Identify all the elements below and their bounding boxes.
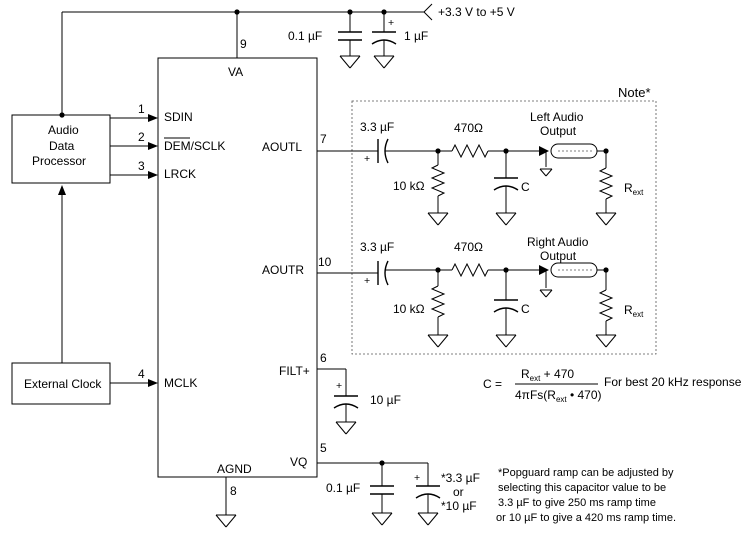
- right-filter-cap-label: C: [521, 302, 530, 316]
- svg-text:+: +: [388, 17, 394, 29]
- svg-text:+: +: [414, 472, 420, 484]
- footnote-line-1: selecting this capacitor value to be: [498, 482, 666, 494]
- pin-num-4: 4: [138, 367, 145, 381]
- formula-lhs: C =: [483, 377, 502, 391]
- vq-cap-large-label-0: *3.3 µF: [441, 471, 480, 485]
- right-output-label-0: Right Audio: [527, 235, 589, 249]
- left-cap-in-label: 3.3 µF: [360, 120, 394, 134]
- pin-num-va: 9: [240, 37, 247, 51]
- vq-cap-large-label-1: or: [453, 485, 464, 499]
- right-cap-in-label: 3.3 µF: [360, 240, 394, 254]
- supply-cap-label-0: 0.1 µF: [288, 29, 322, 43]
- left-output-network: [317, 138, 617, 226]
- audio-data-processor: [11, 114, 111, 184]
- agnd-ground: [215, 477, 237, 528]
- pin-label-vq: VQ: [290, 455, 307, 469]
- svg-text:+: +: [336, 380, 342, 392]
- pin-label-mclk: MCLK: [164, 376, 197, 390]
- left-cap-plus: +: [364, 153, 370, 165]
- supply-rail: [59, 3, 433, 118]
- vq-network: +: [317, 460, 441, 526]
- left-output-label-1: Output: [540, 124, 577, 138]
- right-output-label-1: Output: [540, 249, 577, 263]
- digital-lines: [110, 114, 158, 179]
- note-box: [351, 100, 657, 355]
- pin-num-6: 6: [320, 351, 327, 365]
- clock-lines: [58, 185, 158, 387]
- processor-label-0: Audio: [48, 123, 79, 137]
- pin-num-3: 3: [138, 159, 145, 173]
- footnote-line-0: *Popguard ramp can be adjusted by: [498, 467, 674, 479]
- pin-label-agnd: AGND: [217, 462, 252, 476]
- pin-label-lrck: LRCK: [164, 167, 196, 181]
- supply-cap-0.1uF: [338, 12, 362, 69]
- pin-num-7: 7: [320, 132, 327, 146]
- left-shunt-res-label: 10 kΩ: [393, 179, 425, 193]
- pin-label-dem-sclk: DEM/SCLK: [164, 139, 225, 153]
- formula: C = Rext + 470 4πFs(Rext • 470) For best…: [483, 367, 742, 404]
- pin-label-sdin: SDIN: [164, 110, 193, 124]
- filt-cap: +: [317, 368, 359, 435]
- pin-label-filt: FILT+: [279, 364, 310, 378]
- pin-label-va: VA: [228, 65, 243, 79]
- pin-num-10: 10: [318, 255, 332, 269]
- vq-cap-small-label: 0.1 µF: [326, 481, 360, 495]
- pin-num-8: 8: [230, 484, 237, 498]
- right-shunt-res-label: 10 kΩ: [393, 302, 425, 316]
- formula-numerator: Rext + 470: [521, 367, 574, 383]
- processor-label-1: Data: [49, 139, 75, 153]
- vq-cap-large-label-2: *10 µF: [441, 499, 477, 513]
- left-series-res-label: 470Ω: [454, 121, 483, 135]
- processor-label-2: Processor: [32, 154, 86, 168]
- pin-label-aoutr: AOUTR: [262, 263, 304, 277]
- right-series-res-label: 470Ω: [454, 240, 483, 254]
- external-clock-label: External Clock: [24, 377, 102, 391]
- left-filter-cap-label: C: [521, 180, 530, 194]
- note-title: Note*: [618, 85, 651, 100]
- formula-note: For best 20 kHz response: [604, 375, 742, 389]
- formula-denominator: 4πFs(Rext • 470): [515, 388, 602, 404]
- pin-num-1: 1: [138, 102, 145, 116]
- left-output-label-0: Left Audio: [530, 110, 584, 124]
- footnote-line-2: 3.3 µF to give 250 ms ramp time: [498, 497, 656, 509]
- pin-label-aoutl: AOUTL: [262, 140, 302, 154]
- right-cap-plus: +: [364, 275, 370, 287]
- right-rext-label: Rext: [624, 303, 644, 319]
- footnote-line-3: or 10 µF to give a 420 ms ramp time.: [493, 512, 676, 524]
- right-output-network: [317, 260, 617, 348]
- filt-cap-label: 10 µF: [370, 393, 401, 407]
- supply-cap-label-1: 1 µF: [404, 29, 428, 43]
- left-rext-label: Rext: [624, 181, 644, 197]
- supply-label: +3.3 V to +5 V: [438, 5, 515, 19]
- pin-num-2: 2: [138, 130, 145, 144]
- supply-cap-1uF: +: [371, 12, 397, 69]
- pin-num-5: 5: [320, 441, 327, 455]
